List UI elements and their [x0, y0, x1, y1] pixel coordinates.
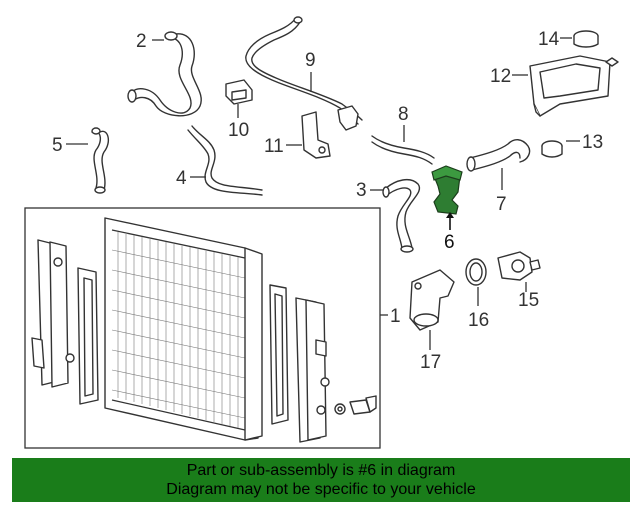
left-gasket — [77, 267, 99, 405]
radiator-left-tank — [31, 239, 75, 388]
callout-16: 16 — [468, 310, 489, 331]
radiator-core — [104, 217, 263, 441]
callout-12: 12 — [490, 66, 511, 87]
callout-7: 7 — [496, 194, 507, 215]
callout-15: 15 — [518, 290, 539, 311]
part-9-hose — [245, 16, 363, 131]
radiator-assembly-box — [24, 207, 381, 449]
part-3-hose — [382, 178, 421, 253]
callout-3: 3 — [356, 180, 367, 201]
callout-10: 10 — [228, 120, 249, 141]
part-12-coolant-reservoir — [529, 55, 619, 117]
callout-13: 13 — [582, 132, 603, 153]
part-16-gasket — [465, 258, 487, 286]
callout-8: 8 — [398, 104, 409, 125]
part-10-bracket — [225, 79, 253, 105]
part-14-reservoir-cap — [573, 30, 599, 48]
part-7-hose — [466, 139, 531, 172]
callout-17: 17 — [420, 352, 441, 373]
part-2-radiator-hose — [127, 31, 202, 117]
callout-1: 1 — [390, 306, 401, 327]
drain-plug — [334, 395, 377, 415]
cooling-system-diagram: 2 5 4 10 9 — [24, 16, 619, 449]
part-11-bracket — [301, 111, 331, 159]
banner-line-2: Diagram may not be specific to your vehi… — [166, 481, 476, 498]
part-13-grommet — [541, 140, 563, 158]
callout-5: 5 — [52, 135, 63, 156]
right-gasket — [269, 284, 289, 425]
callout-2: 2 — [136, 31, 147, 52]
part-17-water-inlet — [409, 269, 455, 331]
part-5-hose — [91, 127, 110, 194]
part-8-hose — [371, 135, 435, 165]
callout-14: 14 — [538, 29, 560, 50]
callout-9: 9 — [305, 50, 316, 71]
part-info-banner: Part or sub-assembly is #6 in diagram Di… — [12, 458, 630, 502]
radiator-right-tank — [295, 297, 330, 443]
part-6-highlighted — [431, 165, 463, 215]
banner-line-1: Part or sub-assembly is #6 in diagram — [186, 462, 456, 479]
callout-11: 11 — [264, 136, 284, 157]
part-4-hose — [187, 125, 263, 196]
callout-6: 6 — [444, 232, 455, 253]
callout-4: 4 — [176, 168, 187, 189]
part-15-thermostat — [497, 251, 541, 281]
